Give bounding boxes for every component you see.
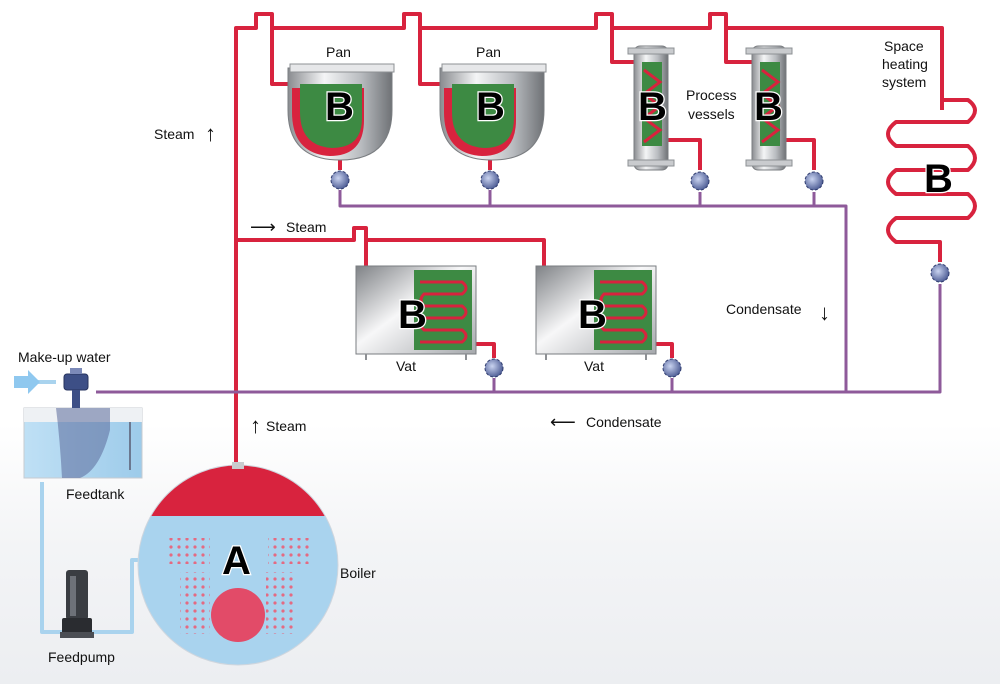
arrow-up-boiler-icon: ↑ (250, 413, 261, 438)
label-makeup-water: Make-up water (18, 349, 111, 365)
steam-trap-vat-right (662, 358, 682, 378)
arrow-left-icon: ⟵ (550, 412, 576, 432)
process-vessel-left (627, 45, 675, 171)
pan-right (439, 63, 547, 161)
makeup-water-valve (63, 368, 89, 408)
steam-trap-pan-left (330, 170, 350, 190)
marker-space-heating: B (924, 157, 953, 201)
label-process-vessels-2: vessels (688, 106, 735, 122)
marker-boiler: A (222, 539, 251, 583)
label-steam-branch: Steam (286, 219, 326, 235)
arrow-right-icon: ⟶ (250, 217, 276, 237)
marker-pan-left: B (325, 85, 354, 129)
marker-vat-right: B (578, 293, 607, 337)
label-feedtank: Feedtank (66, 486, 125, 502)
label-process-vessels-1: Process (686, 87, 737, 103)
label-space-heating-1: Space (884, 38, 924, 54)
label-pan-right: Pan (476, 44, 501, 60)
arrow-up-icon: ↑ (205, 121, 216, 146)
feedtank (23, 407, 143, 479)
vat-right (535, 265, 657, 360)
arrow-down-icon: ↓ (819, 300, 830, 325)
steam-trap-vessel-left (690, 171, 710, 191)
feedpump (60, 570, 94, 638)
condensate-pipework (96, 190, 942, 394)
label-steam-main: Steam (154, 126, 194, 142)
label-space-heating-3: system (882, 74, 926, 90)
steam-trap-vessel-right (804, 171, 824, 191)
marker-vessel-right: B (754, 85, 783, 129)
label-vat-right: Vat (584, 358, 604, 374)
label-condensate-right: Condensate (726, 301, 802, 317)
makeup-water-arrow-icon (14, 370, 40, 394)
marker-vessel-left: B (638, 85, 667, 129)
pan-left (287, 63, 395, 161)
steam-trap-space-heating (930, 263, 950, 283)
label-feedpump: Feedpump (48, 649, 115, 665)
label-boiler: Boiler (340, 565, 376, 581)
label-pan-left: Pan (326, 44, 351, 60)
vat-left (355, 265, 477, 360)
label-condensate-return: Condensate (586, 414, 662, 430)
marker-pan-right: B (476, 85, 505, 129)
boiler (137, 462, 339, 666)
label-space-heating-2: heating (882, 56, 928, 72)
process-vessel-right (745, 45, 793, 171)
steam-trap-vat-left (484, 358, 504, 378)
label-steam-boiler: Steam (266, 418, 306, 434)
label-vat-left: Vat (396, 358, 416, 374)
marker-vat-left: B (398, 293, 427, 337)
steam-trap-pan-right (480, 170, 500, 190)
